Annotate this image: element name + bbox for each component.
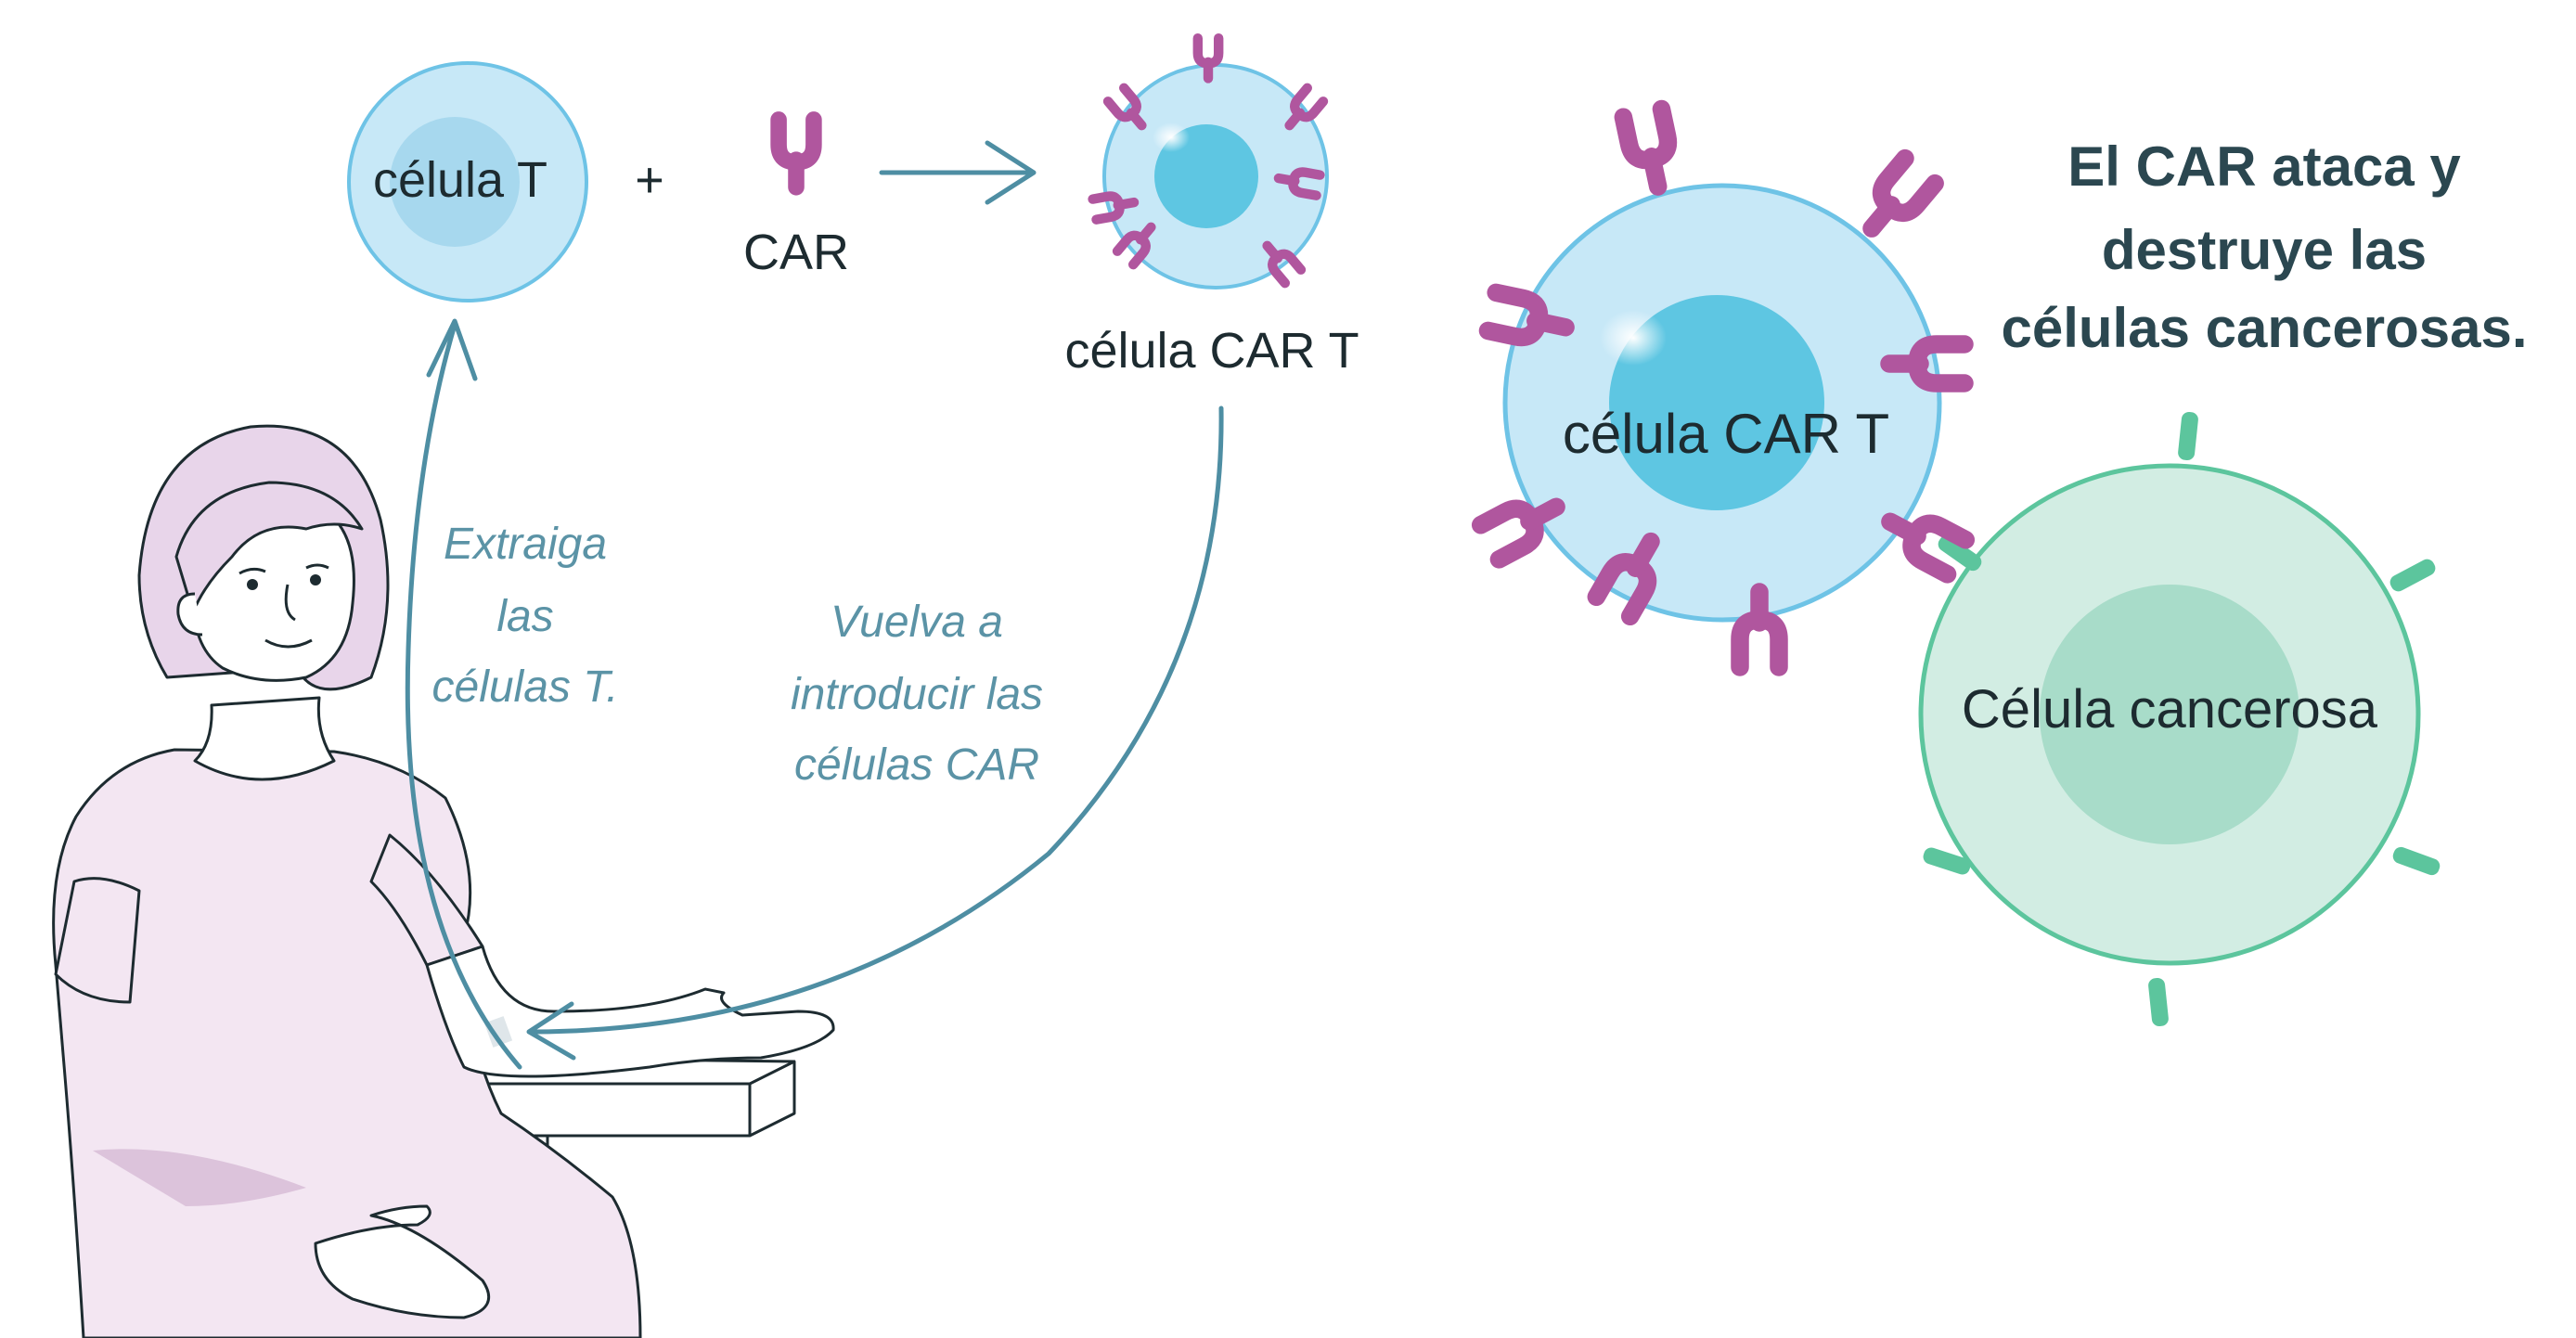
cancer-cell-label: Célula cancerosa: [1962, 679, 2378, 740]
cancer-cell: Célula cancerosa: [1918, 411, 2442, 1027]
patient-body: [52, 696, 835, 1338]
reintroduce-line-2: introducir las: [791, 670, 1043, 719]
reintroduce-line-3: células CAR: [794, 740, 1039, 790]
extract-line-2: las: [496, 592, 553, 641]
reintroduce-line-1: Vuelva a: [831, 598, 1003, 647]
car-t-cell-large: célula CAR T: [1481, 109, 1966, 667]
extract-line-1: Extraiga: [444, 520, 607, 569]
t-cell: célula T: [347, 61, 588, 302]
headline-line-3: células cancerosas.: [2001, 297, 2527, 359]
car-t-cell-small-label: célula CAR T: [1064, 323, 1359, 379]
patient-illustration: [52, 424, 835, 1338]
car-label: CAR: [743, 225, 849, 280]
reintroduce-arrow: [532, 405, 1224, 1035]
flow-arrows: [405, 140, 1224, 1070]
t-cell-label: célula T: [373, 152, 547, 208]
headline-line-1: El CAR ataca y: [2067, 135, 2461, 198]
headline-line-2: destruye las: [2102, 219, 2427, 281]
patient-head: [137, 424, 390, 691]
headline: El CAR ataca y destruye las células canc…: [2001, 135, 2527, 359]
extract-note: Extraiga las células T.: [432, 520, 619, 712]
extract-arrow: [405, 322, 522, 1070]
plus-sign: +: [635, 152, 664, 208]
extract-line-3: células T.: [432, 663, 619, 712]
reintroduce-note: Vuelva a introducir las células CAR: [791, 598, 1043, 790]
car-receptor-icon: [779, 120, 814, 187]
car-t-cell-large-label: célula CAR T: [1563, 403, 1889, 465]
car-t-cell-small: [1093, 38, 1329, 289]
